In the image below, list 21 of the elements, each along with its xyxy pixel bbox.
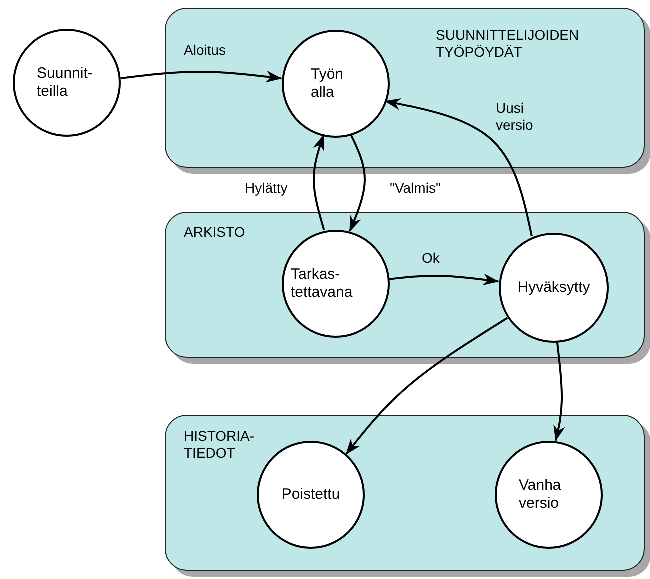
- state-label: Suunnit- teilla: [37, 65, 94, 101]
- state-label: Vanha versio: [519, 477, 562, 513]
- state-label: Hyväksytty: [518, 279, 590, 297]
- arrow: [120, 70, 282, 83]
- arrow: [349, 134, 366, 232]
- edge-label: "Valmis": [390, 180, 441, 197]
- state-label: Tarkas- tettavana: [291, 266, 354, 302]
- state-label: Poistettu: [282, 486, 340, 504]
- band-title: ARKISTO: [184, 224, 246, 241]
- arrow: [384, 98, 533, 236]
- arrow: [346, 317, 508, 455]
- edge-label: Ok: [422, 250, 440, 267]
- edge-label: Aloitus: [184, 42, 226, 59]
- band-title: HISTORIA- TIEDOT: [184, 428, 256, 462]
- arrow: [313, 134, 326, 230]
- arrow: [388, 274, 500, 286]
- state-label: Työn alla: [311, 66, 345, 102]
- arrow: [554, 342, 566, 442]
- edge-label: Uusi versio: [496, 100, 534, 134]
- edge-label: Hylätty: [245, 180, 288, 197]
- band-title: SUUNNITTELIJOIDEN TYÖPÖYDÄT: [436, 27, 580, 61]
